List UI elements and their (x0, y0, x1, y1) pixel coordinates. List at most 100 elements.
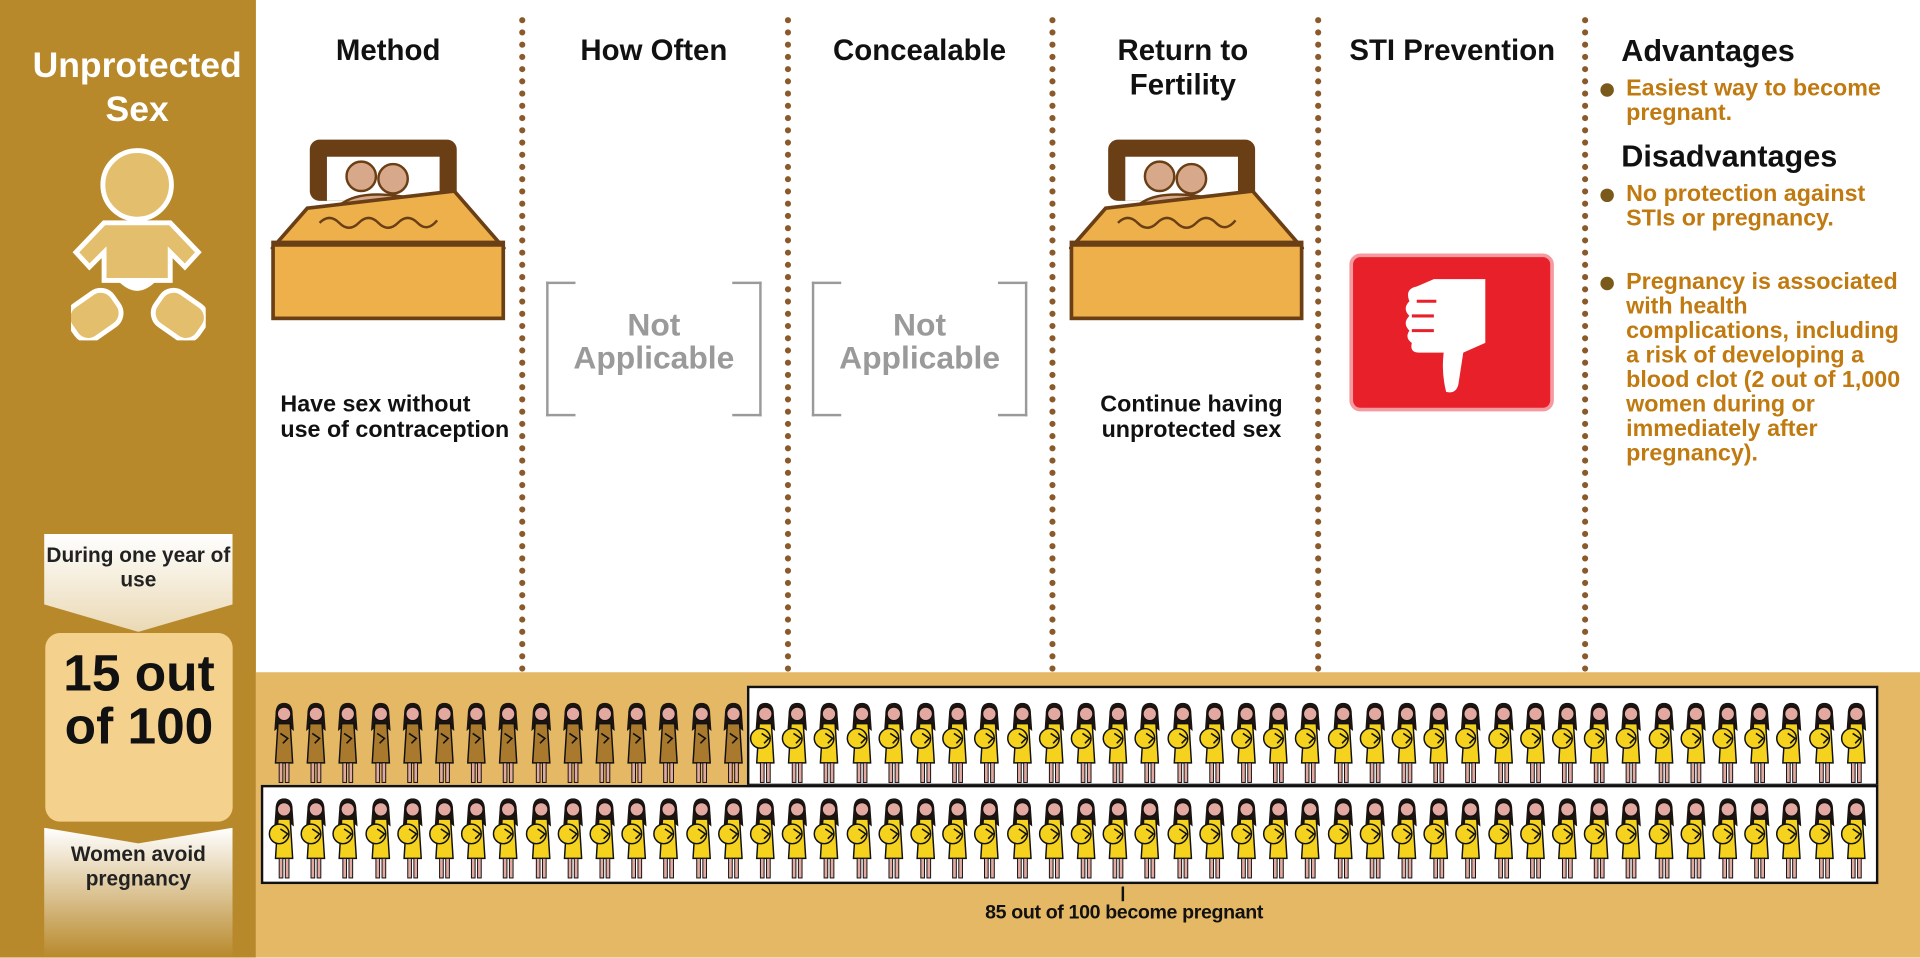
advantage-item: Easiest way to become pregnant. (1600, 77, 1908, 126)
pregnant-caption: 85 out of 100 become pregnant (985, 902, 1264, 924)
woman-icon (621, 702, 650, 791)
header-method: Method (335, 34, 441, 68)
return-fertility-caption: Continue having unprotected sex (1100, 391, 1283, 444)
pregnant-woman-icon (1616, 702, 1645, 791)
pregnant-woman-icon (910, 797, 939, 886)
woman-icon (653, 702, 682, 791)
pregnant-woman-icon (653, 797, 682, 886)
pregnant-woman-icon (1295, 702, 1324, 791)
pregnant-woman-icon (1070, 702, 1099, 791)
pregnant-woman-icon (749, 797, 778, 886)
pregnant-woman-icon (1263, 797, 1292, 886)
pregnant-woman-icon (1166, 702, 1195, 791)
pregnant-woman-icon (1744, 702, 1773, 791)
pregnant-woman-icon (1648, 702, 1677, 791)
effectiveness-stat: 15 out of 100 (45, 633, 233, 822)
pregnant-woman-icon (814, 702, 843, 791)
pregnant-woman-icon (749, 702, 778, 791)
pregnant-woman-icon (1680, 797, 1709, 886)
pregnant-woman-icon (396, 797, 425, 886)
pregnant-woman-icon (1391, 702, 1420, 791)
pregnant-woman-icon (1519, 702, 1548, 791)
pregnant-woman-icon (1455, 702, 1484, 791)
baby-icon (71, 148, 206, 341)
pregnant-woman-icon (1455, 797, 1484, 886)
pregnant-woman-icon (1423, 797, 1452, 886)
pregnant-woman-icon (1231, 797, 1260, 886)
pregnant-woman-icon (364, 797, 393, 886)
pregnant-woman-icon (525, 797, 554, 886)
column-divider (1582, 17, 1589, 673)
bracket-left (546, 281, 576, 417)
pregnant-woman-icon (1006, 702, 1035, 791)
disadvantages-heading: Disadvantages (1621, 139, 1838, 174)
pregnant-woman-icon (1712, 797, 1741, 886)
pregnant-woman-icon (910, 702, 939, 791)
sti-rating-box (1349, 253, 1554, 412)
woman-icon (493, 702, 522, 791)
woman-icon (461, 702, 490, 791)
pregnant-woman-icon (1038, 797, 1067, 886)
column-divider (1049, 17, 1056, 673)
outcome-label: Women avoid pregnancy (44, 827, 233, 958)
pregnant-woman-icon (1231, 702, 1260, 791)
pregnant-woman-icon (1134, 797, 1163, 886)
pregnant-woman-icon (1359, 702, 1388, 791)
woman-icon (525, 702, 554, 791)
woman-icon (268, 702, 297, 791)
pregnant-woman-icon (717, 797, 746, 886)
pregnant-woman-icon (1006, 797, 1035, 886)
pregnant-woman-icon (1102, 797, 1131, 886)
column-divider (1315, 17, 1322, 673)
pregnant-woman-icon (1551, 797, 1580, 886)
pregnant-woman-icon (814, 797, 843, 886)
pregnant-woman-icon (1263, 702, 1292, 791)
pregnant-woman-icon (1391, 797, 1420, 886)
header-return-to-fertility: Return to Fertility (1117, 34, 1249, 102)
pregnant-woman-icon (1808, 702, 1837, 791)
column-divider (784, 17, 792, 673)
pregnant-woman-icon (942, 797, 971, 886)
thumbs-down-icon (1405, 279, 1486, 393)
pregnant-woman-icon (781, 702, 810, 791)
pregnant-woman-icon (1359, 797, 1388, 886)
bullet-dot (1600, 276, 1614, 291)
pregnant-woman-icon (1583, 797, 1612, 886)
disadvantage-item: Pregnancy is associated with health comp… (1600, 270, 1908, 467)
pregnant-woman-icon (942, 702, 971, 791)
advantages-heading: Advantages (1621, 34, 1795, 69)
header-concealable: Concealable (833, 34, 1007, 68)
bed-couple-icon (270, 139, 506, 321)
pregnant-woman-icon (1134, 702, 1163, 791)
pregnant-woman-icon (846, 702, 875, 791)
pregnant-woman-icon (685, 797, 714, 886)
pregnant-woman-icon (1166, 797, 1195, 886)
pregnant-woman-icon (1487, 797, 1516, 886)
pregnant-woman-icon (1487, 702, 1516, 791)
pregnant-woman-icon (1648, 797, 1677, 886)
pregnant-woman-icon (1551, 702, 1580, 791)
header-how-often: How Often (580, 34, 728, 68)
pregnant-woman-icon (1583, 702, 1612, 791)
pregnant-woman-icon (332, 797, 361, 886)
woman-icon (332, 702, 361, 791)
column-divider (519, 17, 526, 673)
pregnant-woman-icon (1519, 797, 1548, 886)
pregnant-woman-icon (1327, 702, 1356, 791)
pregnant-woman-icon (781, 797, 810, 886)
pregnant-woman-icon (1776, 702, 1805, 791)
not-applicable-box: Not Applicable (546, 281, 762, 417)
pregnant-woman-icon (1199, 702, 1228, 791)
bracket-right (732, 281, 762, 417)
woman-icon (300, 702, 329, 791)
bed-couple-icon (1068, 139, 1305, 321)
method-title: Unprotected Sex (32, 46, 242, 130)
pregnant-woman-icon (1808, 797, 1837, 886)
pregnant-woman-icon (1327, 797, 1356, 886)
pregnant-woman-icon (1102, 702, 1131, 791)
pregnant-woman-icon (493, 797, 522, 886)
pregnant-woman-icon (1840, 797, 1869, 886)
woman-icon (396, 702, 425, 791)
pregnant-woman-icon (268, 797, 297, 886)
pregnant-woman-icon (1680, 702, 1709, 791)
